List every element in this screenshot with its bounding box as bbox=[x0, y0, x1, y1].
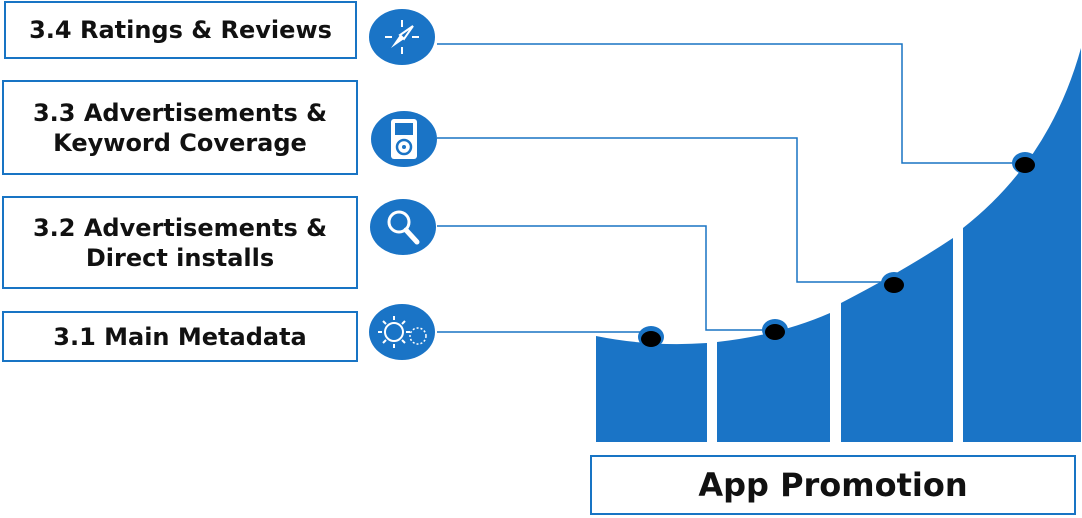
step-label-3-4-line-1: 3.4 Ratings & Reviews bbox=[29, 16, 332, 44]
connector-line-3-1 bbox=[437, 331, 651, 338]
connector-line-3-4 bbox=[437, 43, 1025, 164]
step-label-3-2-line-2: Direct installs bbox=[85, 243, 275, 272]
step-label-3-3: 3.3 Advertisements & Keyword Coverage bbox=[2, 80, 358, 175]
step-label-3-2-line-1: 3.2 Advertisements & bbox=[32, 213, 328, 242]
milestone-dot-2 bbox=[762, 319, 788, 341]
diagram-title: App Promotion bbox=[590, 455, 1076, 515]
compass-icon bbox=[369, 9, 435, 65]
step-label-3-1: 3.1 Main Metadata bbox=[2, 311, 358, 362]
milestone-dot-3 bbox=[881, 272, 907, 294]
growth-bar-3 bbox=[841, 238, 953, 442]
milestone-dot-1 bbox=[638, 326, 664, 348]
music-player-icon bbox=[371, 111, 437, 167]
step-label-3-1-line-1: 3.1 Main Metadata bbox=[53, 322, 307, 351]
step-label-3-4: 3.4 Ratings & Reviews bbox=[4, 1, 357, 59]
growth-bar-1 bbox=[596, 336, 707, 442]
step-label-3-3-line-1: 3.3 Advertisements & bbox=[32, 98, 328, 127]
milestone-dot-4 bbox=[1012, 152, 1038, 174]
growth-bar-2 bbox=[717, 313, 830, 442]
connector-line-3-3 bbox=[437, 137, 893, 283]
sun-gear-icon bbox=[369, 304, 435, 360]
step-label-3-2: 3.2 Advertisements & Direct installs bbox=[2, 196, 358, 289]
magnifier-icon bbox=[370, 199, 436, 255]
connector-line-3-2 bbox=[437, 225, 775, 331]
step-label-3-3-line-2: Keyword Coverage bbox=[53, 128, 307, 157]
growth-bar-4 bbox=[963, 48, 1081, 442]
